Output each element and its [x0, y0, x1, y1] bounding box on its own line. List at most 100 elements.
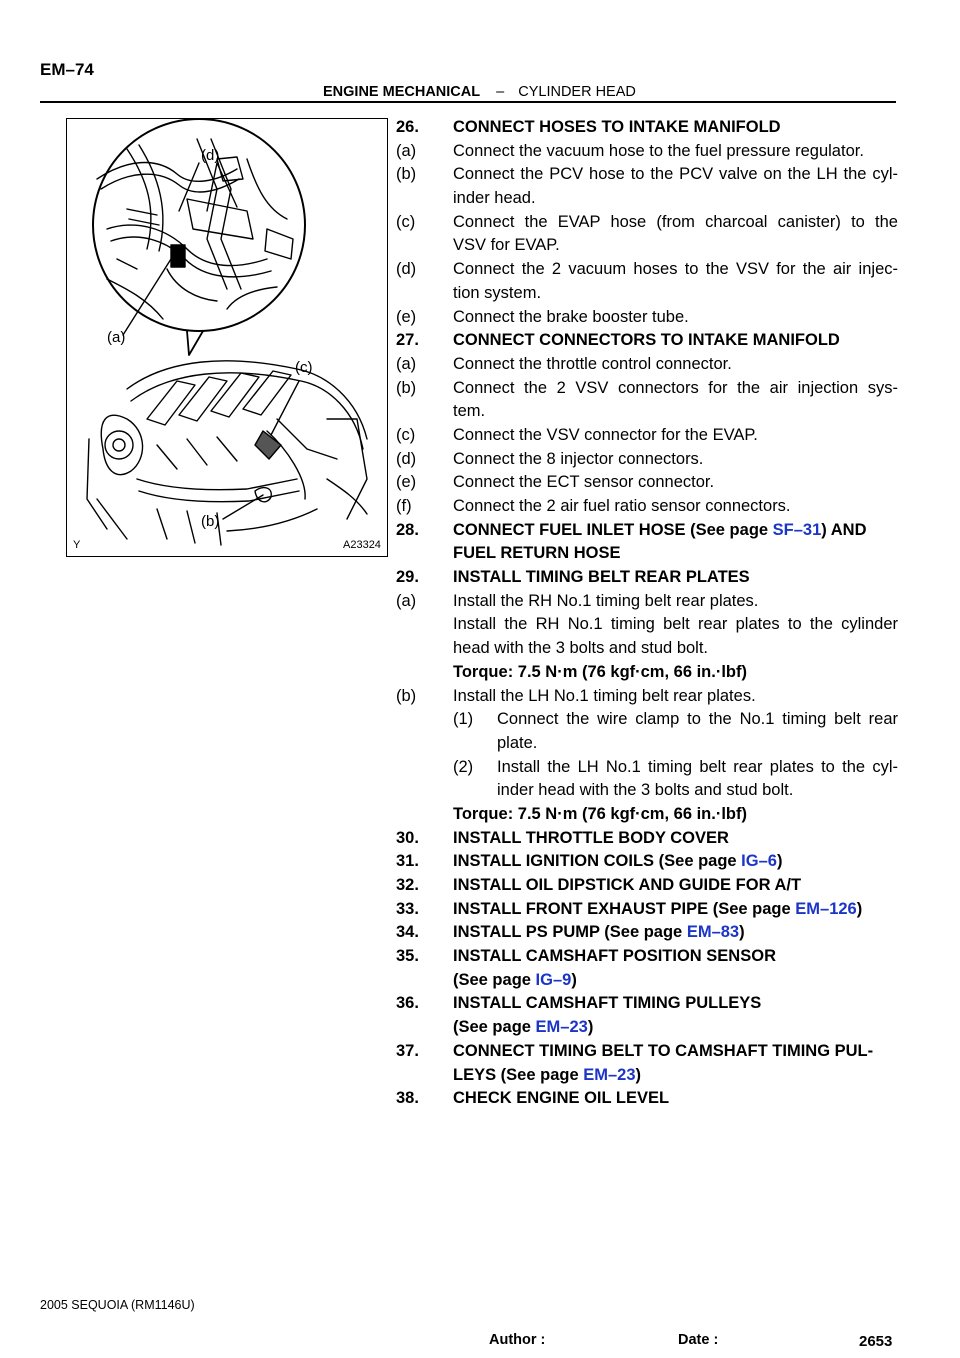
step-row: (d)Connect the 8 injector connectors.	[396, 448, 898, 472]
step-number: 30.	[396, 828, 419, 847]
step-text-main: (See page	[453, 970, 536, 989]
step-text: inder head with the 3 bolts and stud bol…	[497, 779, 898, 803]
page-reference-link[interactable]: SF–31	[772, 520, 822, 539]
step-number: 29.	[396, 568, 419, 587]
step-text-main: Install the RH No.1 timing belt rear pla…	[453, 591, 759, 610]
step-text: tion system.	[453, 282, 898, 306]
step-number: (e)	[396, 307, 417, 326]
step-row: 37. CONNECT TIMING BELT TO CAMSHAFT TIMIN…	[396, 1040, 898, 1064]
step-text: (See page EM–23)	[453, 1016, 898, 1040]
step-text-main: Connect the 2 air fuel ratio sensor conn…	[453, 497, 791, 515]
step-text-main: Connect the PCV hose to the PCV valve on…	[453, 165, 898, 184]
step-text: Connect the EVAP hose (from charcoal can…	[453, 211, 898, 235]
step-number: (1)	[453, 710, 474, 729]
section-name: ENGINE MECHANICAL	[323, 84, 481, 100]
step-number: 26.	[396, 118, 419, 136]
step-text: head with the 3 bolts and stud bolt.	[453, 637, 898, 661]
step-text: INSTALL CAMSHAFT TIMING PULLEYS	[453, 992, 898, 1016]
step-text-main: inder head with the 3 bolts and stud bol…	[497, 781, 794, 800]
step-number: 37.	[396, 1041, 419, 1060]
step-text-main: Connect the EVAP hose (from charcoal can…	[453, 212, 898, 231]
label-c: (c)	[295, 359, 313, 376]
step-number: (c)	[396, 425, 416, 444]
step-text: Torque: 7.5 N·m (76 kgf·cm, 66 in.·lbf)	[453, 661, 898, 685]
step-text: Connect the PCV hose to the PCV valve on…	[453, 163, 898, 187]
step-row: (2) Install the LH No.1 timing belt rear …	[396, 756, 898, 780]
step-text: Connect the wire clamp to the No.1 timin…	[497, 708, 898, 732]
step-continuation: head with the 3 bolts and stud bolt.	[396, 637, 898, 661]
step-row: 30. INSTALL THROTTLE BODY COVER	[396, 827, 898, 851]
step-number: 28.	[396, 520, 419, 539]
step-text-main: Connect the 8 injector connectors.	[453, 449, 704, 468]
step-text-main: head with the 3 bolts and stud bolt.	[453, 639, 709, 658]
step-text-main: FUEL RETURN HOSE	[453, 544, 621, 563]
step-text-main: Connect the vacuum hose to the fuel pres…	[453, 141, 864, 160]
step-continuation: inder head with the 3 bolts and stud bol…	[396, 779, 898, 803]
figure-code: A23324	[343, 539, 381, 551]
step-text-main: CONNECT FUEL INLET HOSE (See page	[453, 520, 773, 539]
step-text: LEYS (See page EM–23)	[453, 1064, 898, 1088]
step-text-main: plate.	[497, 733, 538, 752]
step-row: (f) Connect the 2 air fuel ratio sensor c…	[396, 495, 898, 519]
step-text: INSTALL PS PUMP (See page EM–83)	[453, 921, 898, 945]
step-row: (c)Connect the EVAP hose (from charcoal …	[396, 211, 898, 235]
step-row: (e)Connect the brake booster tube.	[396, 306, 898, 330]
step-row: (b)Connect the PCV hose to the PCV valve…	[396, 163, 898, 187]
engine-illustration: (d) (a) (c) (b) Y A23324	[66, 118, 388, 557]
step-text: Connect the 8 injector connectors.	[453, 448, 898, 472]
step-text-main: Torque: 7.5 N·m (76 kgf·cm, 66 in.·lbf)	[453, 662, 747, 681]
step-row: (d)Connect the 2 vacuum hoses to the VSV…	[396, 258, 898, 282]
step-row: (1) Connect the wire clamp to the No.1 ti…	[396, 708, 898, 732]
step-text-main: INSTALL FRONT EXHAUST PIPE (See page	[453, 899, 796, 918]
step-text-main: Connect the VSV connector for the EVAP.	[453, 425, 758, 444]
page-reference-link[interactable]: IG–9	[535, 970, 572, 989]
label-b: (b)	[201, 513, 220, 530]
step-number: (f)	[396, 497, 412, 515]
step-text-main: INSTALL THROTTLE BODY COVER	[453, 828, 729, 847]
step-text-after: )	[571, 970, 577, 989]
step-text-main: tion system.	[453, 283, 542, 302]
step-row: (a)Connect the vacuum hose to the fuel p…	[396, 140, 898, 164]
step-text-main: Connect the throttle control connector.	[453, 354, 732, 373]
step-text: tem.	[453, 400, 898, 424]
step-text-after: )	[776, 852, 783, 871]
step-row: 32.INSTALL OIL DIPSTICK AND GUIDE FOR A/…	[396, 874, 898, 898]
step-row: 31.INSTALL IGNITION COILS (See page IG–6…	[396, 850, 898, 874]
step-row: 28. CONNECT FUEL INLET HOSE (See page SF–…	[396, 519, 898, 543]
step-continuation: tem.	[396, 400, 898, 424]
step-text: CONNECT TIMING BELT TO CAMSHAFT TIMING P…	[453, 1040, 898, 1064]
step-row: 27.CONNECT CONNECTORS TO INTAKE MANIFOLD	[396, 329, 898, 353]
step-text: INSTALL CAMSHAFT POSITION SENSOR	[453, 945, 898, 969]
orientation-mark: Y	[73, 539, 81, 551]
step-text: Connect the throttle control connector.	[453, 353, 898, 377]
step-text-main: CHECK ENGINE OIL LEVEL	[453, 1089, 670, 1108]
step-number: (2)	[453, 757, 474, 776]
page-reference-link[interactable]: EM–126	[795, 899, 857, 918]
step-text: (See page IG–9)	[453, 969, 898, 993]
step-continuation: FUEL RETURN HOSE	[396, 542, 898, 566]
engine-drawing	[86, 119, 368, 546]
step-text: Install the LH No.1 timing belt rear pla…	[497, 756, 898, 780]
step-continuation: inder head.	[396, 187, 898, 211]
step-text: INSTALL TIMING BELT REAR PLATES	[453, 566, 898, 590]
author-label: Author :	[489, 1332, 546, 1348]
step-continuation: (See page IG–9)	[396, 969, 898, 993]
page-reference-link[interactable]: EM–23	[535, 1018, 588, 1037]
step-text: Connect the 2 air fuel ratio sensor conn…	[453, 495, 898, 519]
step-number: 32.	[396, 876, 419, 894]
page-reference-link[interactable]: EM–23	[583, 1065, 636, 1084]
step-text: INSTALL THROTTLE BODY COVER	[453, 827, 898, 851]
step-continuation: LEYS (See page EM–23)	[396, 1064, 898, 1088]
vehicle-model: 2005 SEQUOIA (RM1146U)	[40, 1298, 195, 1312]
step-text: Connect the 2 VSV connectors for the air…	[453, 377, 898, 401]
step-text: FUEL RETURN HOSE	[453, 542, 898, 566]
page-reference-link[interactable]: EM–83	[686, 923, 740, 942]
step-row: 34.INSTALL PS PUMP (See page EM–83)	[396, 921, 898, 945]
step-number: 31.	[396, 852, 419, 871]
step-number: (b)	[396, 378, 417, 397]
step-row: (a)Connect the throttle control connecto…	[396, 353, 898, 377]
page-reference-link[interactable]: IG–6	[741, 852, 777, 871]
subsection-name: CYLINDER HEAD	[518, 84, 636, 100]
step-text-main: Connect the ECT sensor connector.	[453, 473, 715, 492]
step-text: Connect the 2 vacuum hoses to the VSV fo…	[453, 258, 898, 282]
